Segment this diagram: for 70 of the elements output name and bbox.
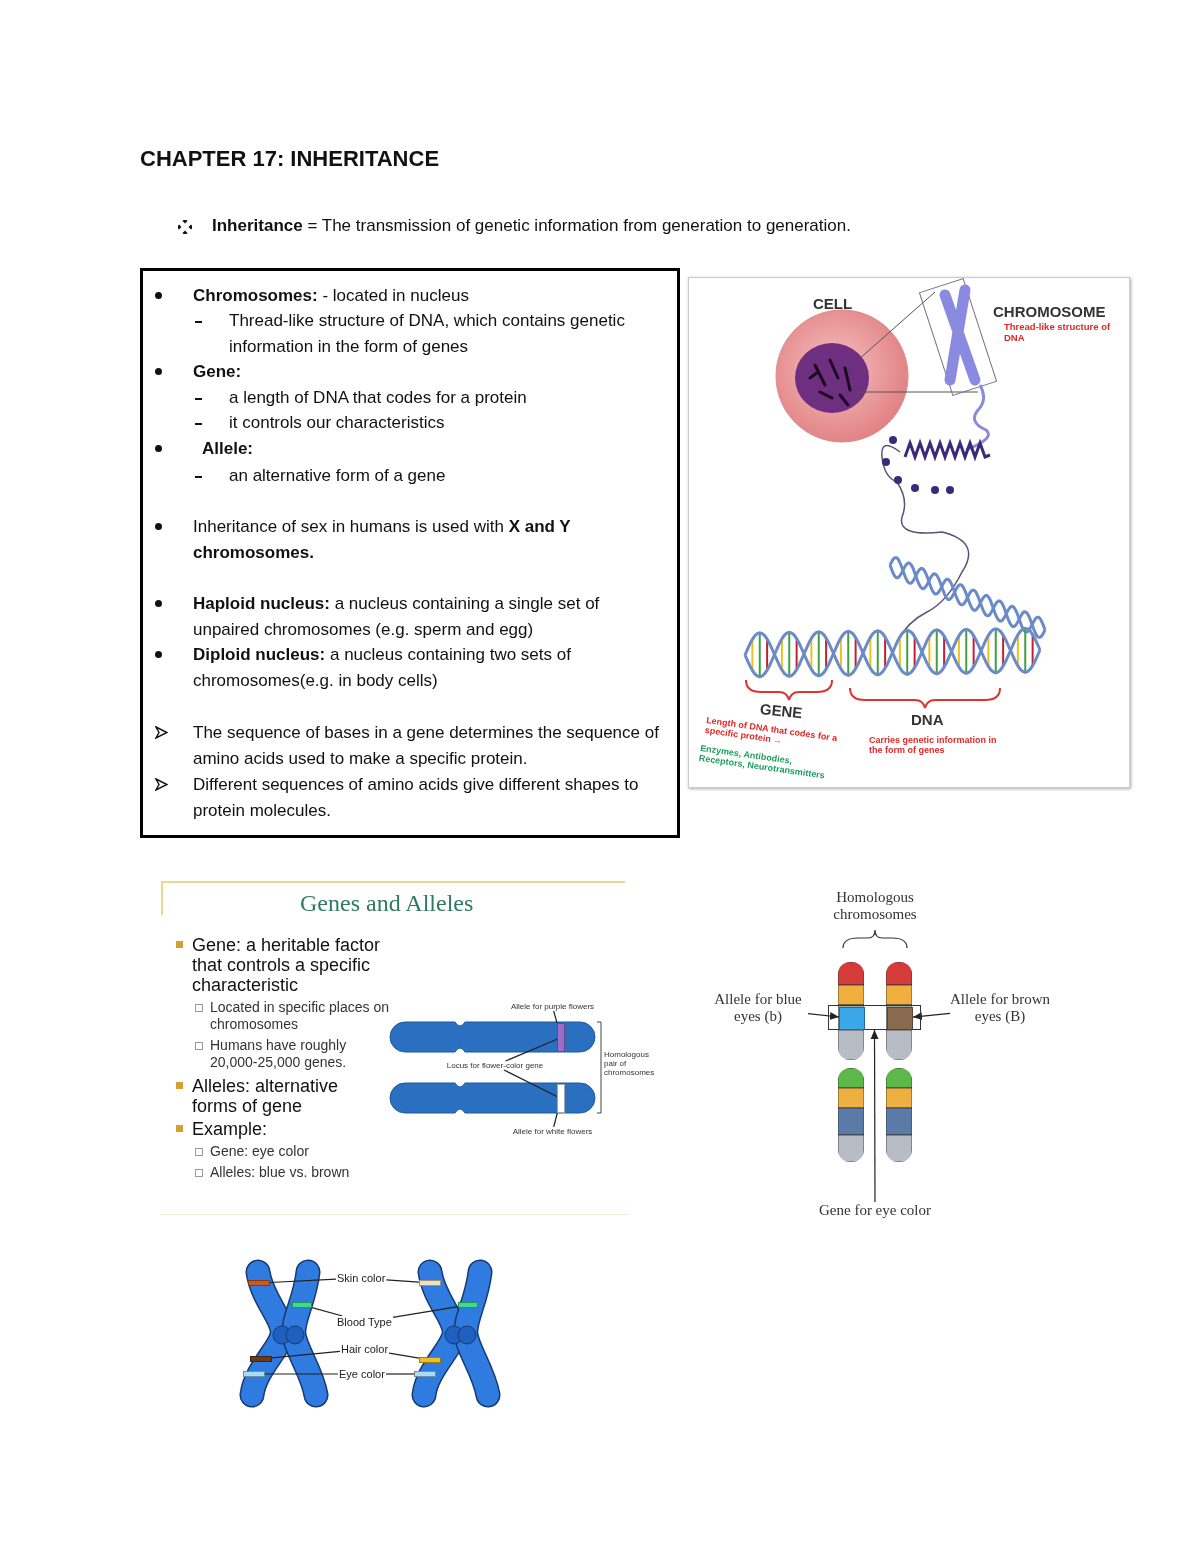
gene-band: [292, 1302, 312, 1308]
leader-line: [385, 1279, 420, 1283]
callout-label: Allele for white flowers: [500, 1127, 605, 1136]
note-text: Haploid nucleus: a nucleus containing a single set of unpaired chromosomes (e.g. sperm and egg): [193, 593, 601, 641]
leader-line: [311, 1307, 343, 1317]
note-text: The sequence of bases in a gene determines the sequence of amino acids used to make a specific protein.: [193, 722, 660, 770]
arrow: [912, 1012, 951, 1021]
figure-heading: CELL: [813, 295, 853, 312]
leader-line: [553, 1010, 558, 1024]
figure-heading: GENE: [759, 700, 804, 722]
gene-band: [419, 1357, 441, 1363]
arrow: [870, 1029, 879, 1203]
figure-caption: Carries genetic information in the form of genes: [869, 735, 998, 755]
figure-heading: DNA: [911, 711, 944, 728]
note-text: Thread-like structure of DNA, which contains genetic information in the form of genes: [229, 310, 626, 358]
slide-text: Located in specific places on chromosomes: [210, 999, 390, 1033]
leader-line: [505, 1038, 558, 1062]
note-text: Diploid nucleus: a nucleus containing two sets of chromosomes(e.g. in body cells): [193, 644, 572, 692]
gene-band: [557, 1023, 565, 1052]
slide-text: Alleles: alternative forms of gene: [192, 1076, 340, 1116]
gene-band: [250, 1356, 272, 1362]
callout-label: Gene for eye color: [800, 1202, 950, 1219]
gene-band: [557, 1084, 565, 1113]
leader-line: [264, 1373, 339, 1375]
note-text: an alternative form of a gene: [229, 465, 447, 487]
callout-label: Locus for flower-color gene: [440, 1061, 550, 1070]
callout-label: Allele for purple flowers: [500, 1002, 605, 1011]
callout-label: Eye color: [338, 1368, 386, 1380]
gene-band: [839, 1007, 865, 1030]
gene-band: [458, 1302, 478, 1308]
gene-band: [887, 1007, 913, 1030]
leader-line: [388, 1352, 420, 1359]
slide-text: Humans have roughly 20,000-25,000 genes.: [210, 1037, 348, 1071]
note-text: Allele:: [202, 438, 255, 460]
gene-band: [248, 1280, 270, 1286]
note-text: Gene:: [193, 361, 243, 383]
figure-panel: [688, 277, 1130, 788]
note-text: Chromosomes: - located in nucleus: [193, 285, 470, 307]
leader-line: [385, 1373, 415, 1375]
slide-text: Gene: a heritable factor that controls a specific characteristic: [192, 935, 382, 995]
definition-text: Inheritance = The transmission of genetic information from generation to generation.: [212, 216, 851, 236]
slide-text: Homologous pair of chromosomes: [604, 1050, 656, 1077]
gene-band: [414, 1371, 436, 1377]
note-text: Inheritance of sex in humans is used with X and Y chromosomes.: [193, 516, 572, 564]
figure-caption: Thread-like structure of DNA: [1004, 321, 1112, 343]
figure-heading: CHROMOSOME: [993, 303, 1106, 320]
slide-title: Genes and Alleles: [300, 890, 474, 917]
notes-panel: [140, 268, 680, 838]
caption-label: Homologous chromosomes: [832, 889, 918, 923]
note-text: Different sequences of amino acids give different shapes to protein molecules.: [193, 774, 640, 822]
note-text: a length of DNA that codes for a protein: [229, 387, 528, 409]
locus-outline: [828, 1005, 921, 1030]
gene-band: [243, 1371, 265, 1377]
leader-line: [271, 1350, 341, 1359]
callout-label: Hair color: [340, 1343, 390, 1355]
leader-line: [392, 1306, 459, 1318]
leader-line: [269, 1278, 337, 1284]
slide-text: Alleles: blue vs. brown: [210, 1164, 351, 1181]
callout-label: Allele for brown eyes (B): [950, 991, 1050, 1025]
callout-label: Blood Type: [336, 1316, 393, 1328]
gene-band: [419, 1280, 441, 1286]
callout-label: Skin color: [336, 1272, 387, 1284]
slide-text: Gene: eye color: [210, 1143, 310, 1160]
callout-label: Allele for blue eyes (b): [708, 991, 808, 1025]
leader-line: [503, 1069, 558, 1098]
leader-line: [553, 1112, 558, 1128]
note-text: it controls our characteristics: [229, 412, 446, 434]
page-title: CHAPTER 17: INHERITANCE: [140, 146, 440, 172]
slide-text: Example:: [192, 1119, 269, 1139]
arrow: [807, 1012, 840, 1020]
